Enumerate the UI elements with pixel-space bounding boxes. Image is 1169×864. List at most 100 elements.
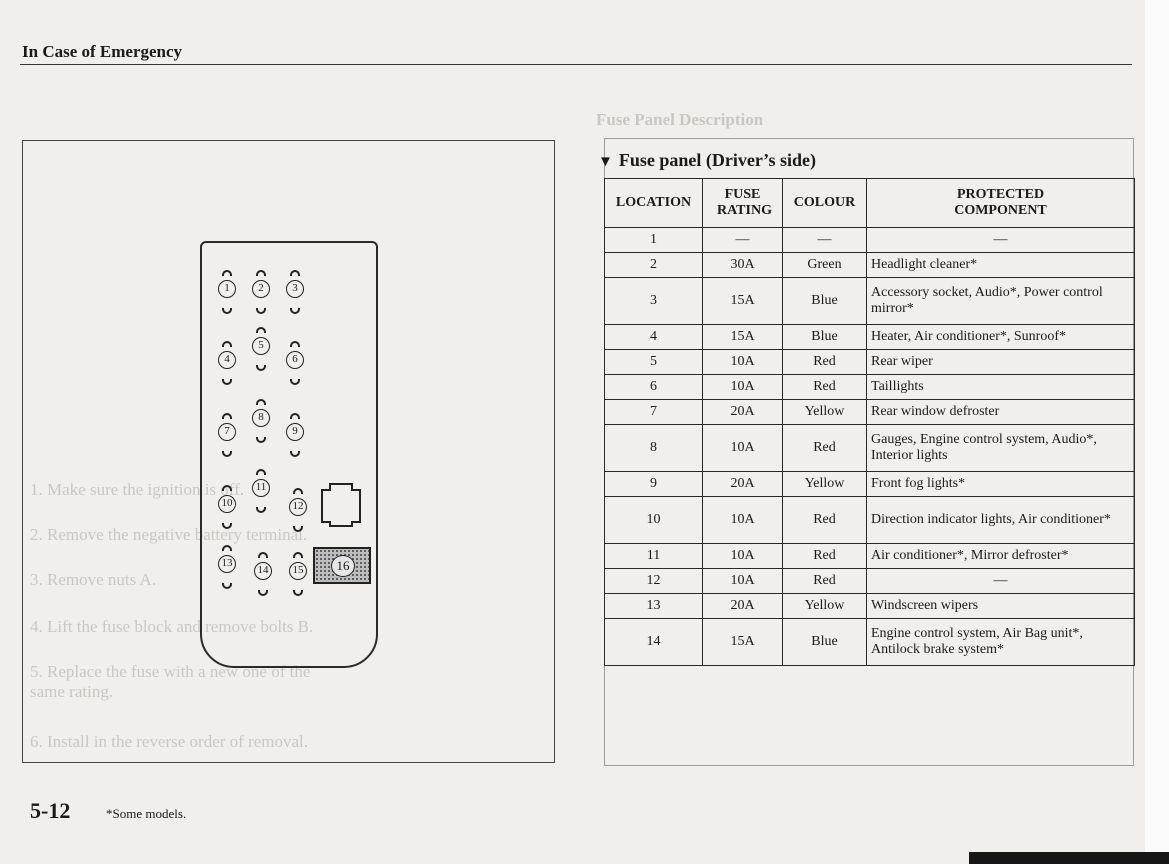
fuse-label: 10 [218,495,236,513]
cell-colour: Red [782,568,867,594]
cell-colour: Yellow [782,399,867,425]
table-row: 1——— [604,227,1135,253]
cell-component: Front fog lights* [866,471,1135,497]
cell-location: 4 [604,324,703,350]
fuse-13: 13 [218,545,236,589]
ghost-step: 1. Make sure the ignition is off. [30,480,245,499]
cell-location: 5 [604,349,703,375]
fuse-10: 10 [218,485,236,529]
fuse-2: 2 [252,270,270,314]
cell-component: Rear window defroster [866,399,1135,425]
cell-colour: Red [782,424,867,472]
cell-colour: Red [782,496,867,544]
fuse-label: 15 [289,562,307,580]
cell-rating: 10A [702,374,783,400]
fuse-label: 13 [218,555,236,573]
fuse-label: 8 [252,409,270,427]
cell-colour: Yellow [782,593,867,619]
cell-colour: Blue [782,277,867,325]
fuse-panel-outline [200,241,378,668]
fuse-4: 4 [218,341,236,385]
table-header-row: LOCATION FUSE RATING COLOUR PROTECTED CO… [604,178,1135,228]
fuse-6: 6 [286,341,304,385]
fuse-1: 1 [218,270,236,314]
triangle-down-icon: ▼ [598,154,613,170]
cell-rating: 20A [702,593,783,619]
fuse-label: 12 [289,498,307,516]
cell-colour: Red [782,349,867,375]
cell-component: Windscreen wipers [866,593,1135,619]
cell-colour: Blue [782,618,867,666]
cell-component: Gauges, Engine control system, Audio*, I… [866,424,1135,472]
page-edge [1145,0,1169,864]
fuse-14: 14 [254,552,272,596]
cell-rating: — [702,227,783,253]
ghost-step: 6. Install in the reverse order of remov… [30,732,309,751]
fuse-label: 4 [218,351,236,369]
panel-title: ▼Fuse panel (Driver’s side) [598,150,816,171]
fuse-15: 15 [289,552,307,596]
fuse-label: 2 [252,280,270,298]
fuse-8: 8 [252,399,270,443]
cell-location: 1 [604,227,703,253]
section-title: In Case of Emergency [22,42,183,61]
cell-colour: Green [782,252,867,278]
fuse-5: 5 [252,327,270,371]
ghost-heading: Fuse Panel Description [596,110,764,129]
cell-location: 7 [604,399,703,425]
fuse-16-block: 16 [313,547,371,584]
cell-rating: 20A [702,471,783,497]
ghost-step: 4. Lift the fuse block and remove bolts … [30,617,314,636]
fuse-label: 7 [218,423,236,441]
fuse-label: 3 [286,280,304,298]
cell-location: 2 [604,252,703,278]
cell-colour: Yellow [782,471,867,497]
cell-component: Headlight cleaner* [866,252,1135,278]
cell-component: Rear wiper [866,349,1135,375]
cell-rating: 10A [702,349,783,375]
cell-location: 11 [604,543,703,569]
cell-colour: — [782,227,867,253]
fuse-12: 12 [289,488,307,532]
cell-rating: 20A [702,399,783,425]
ghost-step-line: same rating. [30,682,114,701]
cell-location: 10 [604,496,703,544]
cell-component: — [866,227,1135,253]
cell-component: Taillights [866,374,1135,400]
fuse-11: 11 [252,469,270,513]
diagram-frame [22,140,555,763]
cell-component: — [866,568,1135,594]
header-divider [20,64,1132,65]
ghost-step: 2. Remove the negative battery terminal. [30,525,308,544]
cell-rating: 10A [702,543,783,569]
header-colour: COLOUR [782,178,867,228]
fuse-label: 9 [286,423,304,441]
cell-colour: Red [782,543,867,569]
cell-component: Direction indicator lights, Air conditio… [866,496,1135,544]
header-location: LOCATION [604,178,703,228]
cell-location: 8 [604,424,703,472]
footnote: *Some models. [106,806,187,821]
cell-rating: 15A [702,277,783,325]
fuse-9: 9 [286,413,304,457]
cell-location: 6 [604,374,703,400]
cell-component: Heater, Air conditioner*, Sunroof* [866,324,1135,350]
fuse-label: 5 [252,337,270,355]
cell-rating: 10A [702,496,783,544]
cell-rating: 10A [702,424,783,472]
page-edge-shadow [969,852,1169,864]
cell-colour: Red [782,374,867,400]
fuse-label: 11 [252,479,270,497]
cell-location: 3 [604,277,703,325]
